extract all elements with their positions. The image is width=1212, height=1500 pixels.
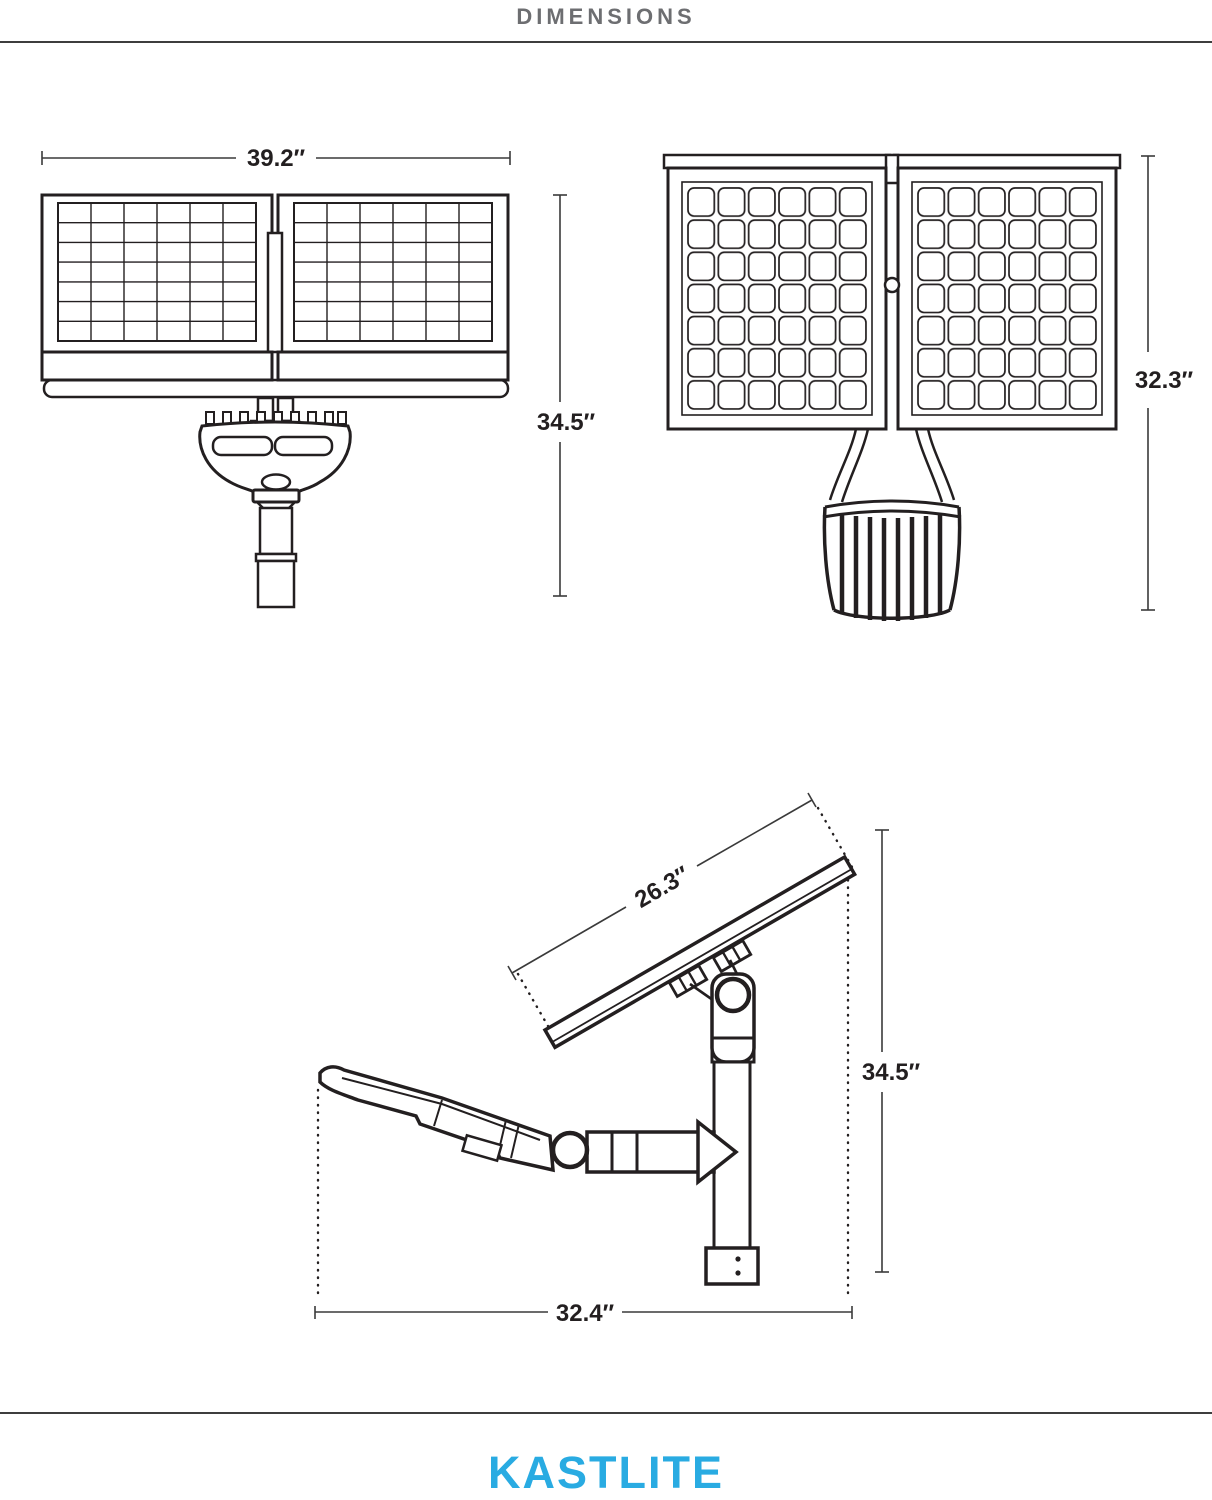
- panel-length-label: 26.3″: [630, 861, 694, 914]
- led-window-right: [273, 435, 334, 457]
- page-title: DIMENSIONS: [516, 4, 696, 29]
- led-window-left: [211, 435, 274, 457]
- side-depth-label: 32.4″: [556, 1300, 615, 1327]
- height-dimension-label: 34.5″: [537, 409, 596, 436]
- fixture-arm: [585, 1118, 739, 1186]
- height-dimension-back: 32.3″: [1135, 155, 1194, 611]
- back-view-figure: 32.3″: [662, 153, 1194, 621]
- light-fixture-back: [822, 428, 962, 621]
- height-dimension-back-label: 32.3″: [1135, 367, 1194, 394]
- pole-assembly: [704, 972, 760, 1286]
- side-height-label: 34.5″: [862, 1059, 921, 1086]
- solar-panel-side: [542, 854, 858, 1050]
- solar-panel-array-back: [662, 153, 1122, 431]
- brand-logo: KASTLITE: [488, 1447, 724, 1498]
- height-dimension: 34.5″: [537, 194, 596, 597]
- light-fixture-front: [198, 396, 352, 609]
- panel-mount-bracket-upper: [711, 938, 753, 974]
- hinge-pin: [883, 276, 901, 294]
- light-fixture-side: [318, 1065, 590, 1173]
- front-view-figure: 39.2″: [40, 145, 596, 609]
- width-dimension: 39.2″: [41, 145, 511, 172]
- panel-center-joint: [266, 231, 284, 354]
- fixture-sensor: [460, 1133, 504, 1163]
- extension-lines: [316, 806, 854, 1302]
- pole-base: [704, 1246, 760, 1286]
- side-depth-dimension: 32.4″: [314, 1300, 853, 1327]
- heatsink-fins-back: [839, 514, 943, 621]
- panel-mount-bracket-lower: [667, 963, 709, 999]
- footer-divider: [0, 1412, 1212, 1414]
- panel-length-dimension: 26.3″: [507, 792, 817, 981]
- width-dimension-label: 39.2″: [247, 145, 306, 172]
- pole-front: [256, 559, 296, 609]
- hinge-bracket: [884, 153, 900, 185]
- mount-collar: [258, 506, 294, 556]
- panel-pivot-joint: [714, 976, 752, 1014]
- fixture-pivot-joint: [550, 1130, 590, 1170]
- side-height-dimension: 34.5″: [862, 829, 921, 1273]
- arm-chevron: [696, 1118, 739, 1186]
- side-view-figure: 26.3″: [314, 792, 921, 1327]
- solar-panel-array-front: [40, 193, 510, 399]
- header-divider: [0, 41, 1212, 43]
